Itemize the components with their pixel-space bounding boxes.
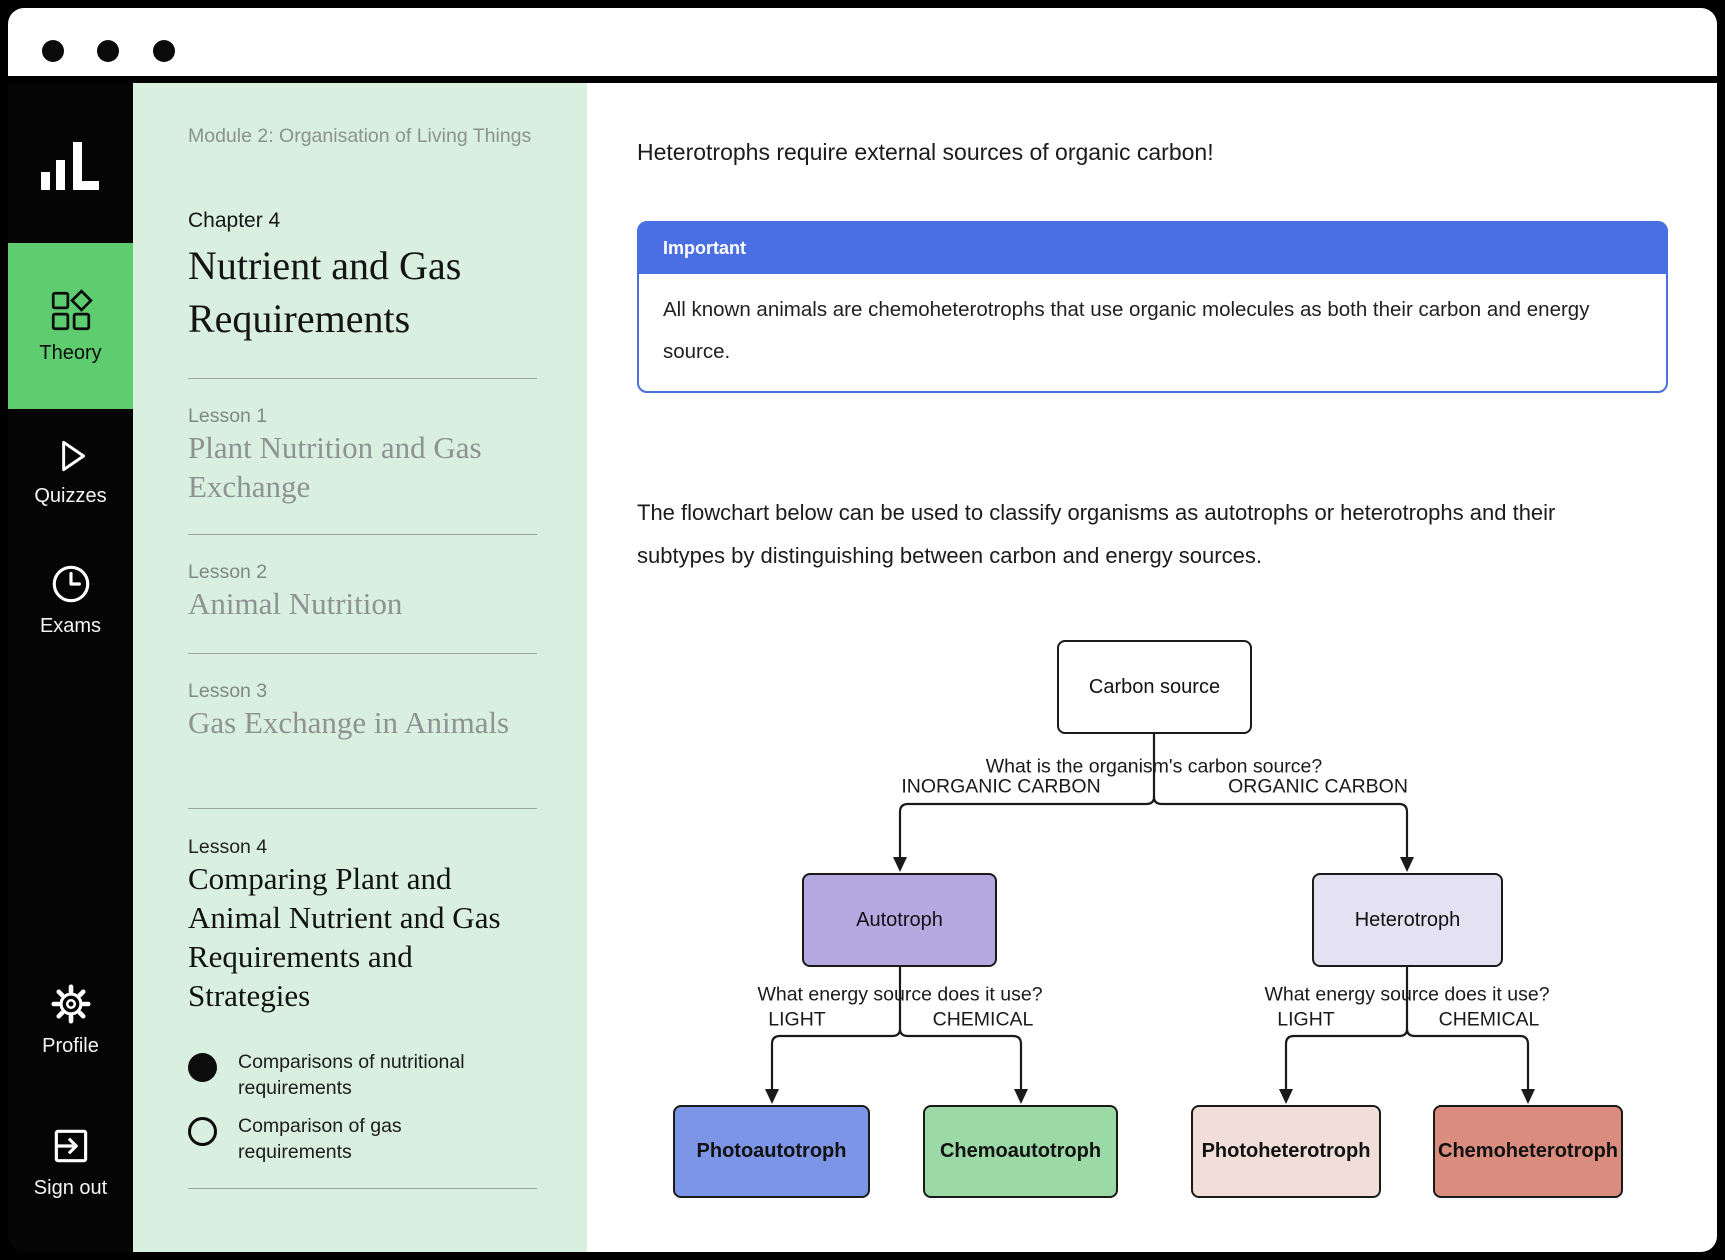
nav-label-theory: Theory	[39, 341, 102, 364]
flow-question-energy-heterotroph: What energy source does it use?	[1264, 983, 1550, 1006]
lesson-item-1[interactable]: Lesson 1 Plant Nutrition and Gas Exchang…	[188, 405, 537, 506]
flow-question-energy-autotroph: What energy source does it use?	[757, 983, 1043, 1006]
chapter-label: Chapter 4	[188, 209, 281, 232]
window-control-dot-3[interactable]	[153, 40, 175, 62]
sidebar-item-quizzes[interactable]: Quizzes	[8, 435, 133, 508]
sidebar-item-sign-out[interactable]: Sign out	[8, 1123, 133, 1200]
content-row: Theory Quizzes Exams	[8, 83, 1717, 1252]
flow-edge-label-chemical-heterotroph: CHEMICAL	[1438, 1008, 1540, 1031]
sidebar-divider	[188, 378, 537, 379]
important-callout: Important All known animals are chemohet…	[637, 221, 1668, 393]
lesson-title: Gas Exchange in Animals	[188, 705, 510, 740]
window-control-dot-2[interactable]	[97, 40, 119, 62]
bar-chart-logo-icon	[39, 140, 103, 196]
flow-edge-label-inorganic-carbon: INORGANIC CARBON	[901, 775, 1101, 798]
gear-icon	[48, 981, 94, 1027]
important-callout-header: Important	[639, 223, 1666, 274]
lesson-title: Animal Nutrition	[188, 586, 403, 621]
nav-label-quizzes: Quizzes	[34, 485, 107, 507]
flow-node-chemoautotroph: Chemoautotroph	[923, 1105, 1118, 1198]
play-icon	[50, 435, 92, 477]
lesson-item-3[interactable]: Lesson 3 Gas Exchange in Animals	[188, 680, 537, 742]
nav-label-exams: Exams	[39, 615, 102, 637]
flow-node-carbon-source: Carbon source	[1057, 640, 1252, 734]
window-control-dot-1[interactable]	[42, 40, 64, 62]
nav-label-sign-out: Sign out	[33, 1177, 108, 1199]
important-callout-title: Important	[663, 238, 746, 258]
topic-bullet-empty	[188, 1117, 217, 1146]
flow-edge-label-chemical-autotroph: CHEMICAL	[932, 1008, 1034, 1031]
lesson-label: Lesson 4	[188, 836, 268, 858]
topic-label: Comparisons of nutritional requirements	[238, 1051, 465, 1099]
flow-node-photoheterotroph: Photoheterotroph	[1191, 1105, 1381, 1198]
important-callout-body: All known animals are chemoheterotrophs …	[663, 298, 1590, 363]
sidebar-divider	[188, 808, 537, 809]
content-paragraph: The flowchart below can be used to class…	[637, 500, 1556, 568]
chapter-title: Nutrient and Gas Requirements	[188, 243, 462, 341]
flow-edge-label-organic-carbon: ORGANIC CARBON	[1228, 775, 1408, 798]
flow-node-autotroph: Autotroph	[802, 873, 997, 967]
sign-out-icon	[48, 1123, 94, 1169]
flowchart-connectors	[765, 732, 1535, 1104]
lesson-label: Lesson 1	[188, 405, 268, 427]
clock-icon	[48, 561, 94, 607]
flow-edge-label-light-heterotroph: LIGHT	[1277, 1008, 1335, 1031]
sidebar-divider	[188, 534, 537, 535]
sidebar-item-profile[interactable]: Profile	[8, 981, 133, 1058]
topic-label: Comparison of gas requirements	[238, 1115, 402, 1163]
sidebar-item-theory[interactable]: Theory	[8, 243, 133, 409]
sidebar-divider	[188, 653, 537, 654]
lesson-item-2[interactable]: Lesson 2 Animal Nutrition	[188, 561, 537, 623]
app-logo[interactable]	[8, 113, 133, 223]
flow-node-chemoheterotroph: Chemoheterotroph	[1433, 1105, 1623, 1198]
topic-item-gas-requirements[interactable]: Comparison of gas requirements	[188, 1113, 537, 1165]
flow-node-heterotroph: Heterotroph	[1312, 873, 1503, 967]
primary-nav: Theory Quizzes Exams	[8, 83, 133, 1252]
nav-label-profile: Profile	[42, 1035, 99, 1057]
classification-flowchart: Carbon source Autotroph Heterotroph Phot…	[587, 591, 1717, 1251]
sidebar-item-exams[interactable]: Exams	[8, 561, 133, 638]
flow-question-carbon-source: What is the organism's carbon source?	[985, 755, 1323, 778]
app-window: Theory Quizzes Exams	[8, 8, 1717, 1252]
topic-bullet-filled	[188, 1053, 217, 1082]
content-heading: Heterotrophs require external sources of…	[637, 139, 1214, 165]
sidebar-divider	[188, 1188, 537, 1189]
title-bar	[8, 8, 1717, 76]
lesson-title: Plant Nutrition and Gas Exchange	[188, 430, 482, 504]
lesson-content: Heterotrophs require external sources of…	[587, 83, 1717, 1252]
lesson-title: Comparing Plant and Animal Nutrient and …	[188, 861, 501, 1013]
flow-edge-label-light-autotroph: LIGHT	[768, 1008, 826, 1031]
lesson-label: Lesson 2	[188, 561, 268, 583]
lesson-item-4[interactable]: Lesson 4 Comparing Plant and Animal Nutr…	[188, 836, 537, 1015]
flow-node-photoautotroph: Photoautotroph	[673, 1105, 870, 1198]
topic-item-nutritional-requirements[interactable]: Comparisons of nutritional requirements	[188, 1049, 537, 1101]
module-breadcrumb: Module 2: Organisation of Living Things	[188, 125, 532, 147]
chapter-sidebar: Module 2: Organisation of Living Things …	[133, 83, 587, 1252]
lesson-label: Lesson 3	[188, 680, 268, 702]
category-icon	[48, 288, 94, 334]
